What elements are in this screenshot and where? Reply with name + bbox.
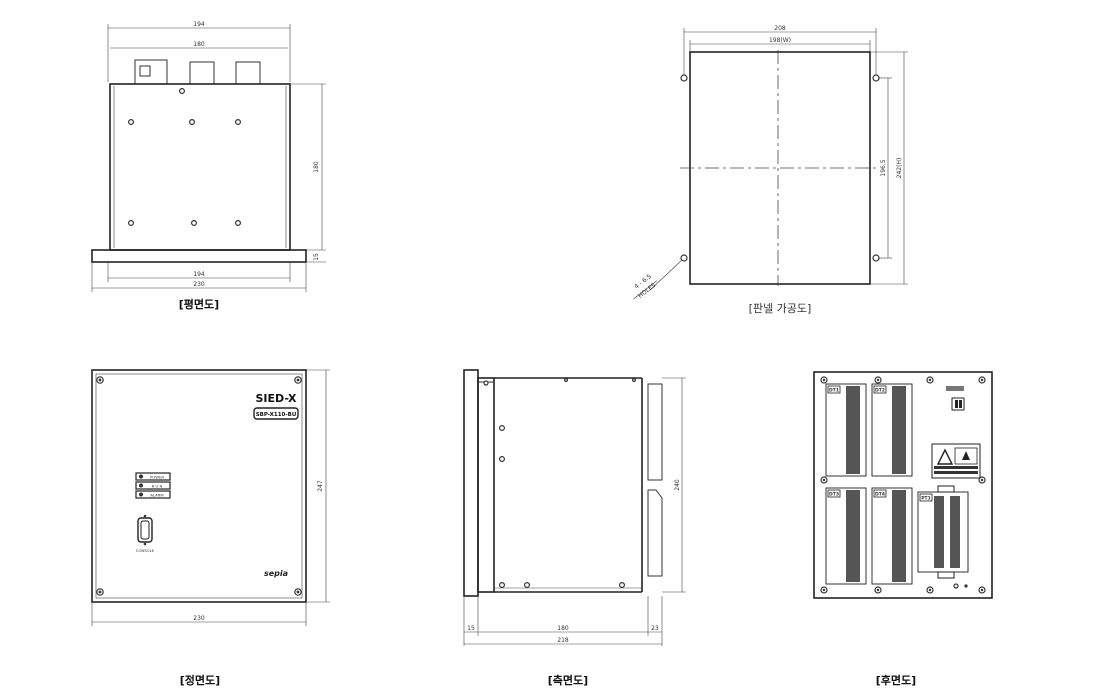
label-dt1: DT1 — [829, 388, 839, 394]
front-view: SIED-X SBP-X110-BU POWER R U N ALARM CON… — [91, 369, 330, 687]
led-alarm: ALARM — [150, 493, 163, 498]
dim-side-15: 15 — [467, 625, 475, 632]
panel-cut-caption: [판넬 가공도] — [749, 302, 812, 315]
terminal-pt1: PT1 — [917, 485, 969, 579]
dim-top-bottom-230: 230 — [193, 281, 205, 288]
rear-panel — [813, 371, 993, 599]
warning-label — [931, 443, 981, 479]
connector-3 — [235, 61, 261, 85]
model-badge — [253, 407, 299, 420]
console-label: CONSOLE — [136, 548, 155, 553]
dim-side-23: 23 — [651, 625, 659, 632]
dim-side-218: 218 — [557, 637, 569, 644]
front-model: SBP-X110-BU — [256, 412, 297, 418]
dim-front-230: 230 — [193, 615, 205, 622]
led-power: POWER — [150, 475, 164, 480]
label-dt4: DT4 — [875, 492, 885, 498]
warning-triangle-icon — [936, 448, 954, 465]
rear-view: DT1 DT2 DT3 DT4 PT1 — [813, 371, 993, 687]
connector-2 — [189, 61, 215, 85]
dim-panel-208: 208 — [774, 25, 786, 32]
panel-cut-view: 208 198(W) 196.5 242(H) 4 - 6.5 HOLES [판… — [632, 25, 908, 315]
label-dt3: DT3 — [829, 492, 839, 498]
front-brand: SIED-X — [255, 392, 297, 405]
console-port — [137, 514, 153, 546]
dim-top-bottom-194: 194 — [193, 271, 205, 278]
dim-side-180: 180 — [557, 625, 569, 632]
led-run: R U N — [152, 484, 163, 489]
terminal-dt1: DT1 — [825, 383, 867, 477]
terminal-dt3: DT3 — [825, 487, 867, 585]
terminal-dt4: DT4 — [871, 487, 913, 585]
dim-front-247: 247 — [317, 480, 324, 492]
dim-top-height: 180 — [313, 161, 320, 173]
dim-panel-242h: 242(H) — [896, 158, 903, 179]
side-view: 240 15 180 23 218 [측면도] — [463, 369, 686, 687]
top-body — [109, 83, 291, 251]
top-view: 194 180 180 15 194 — [91, 21, 326, 311]
dip-switch — [946, 386, 965, 411]
connector-1-latch — [139, 65, 151, 77]
side-view-caption: [측면도] — [548, 673, 588, 687]
dim-top-180: 180 — [193, 41, 205, 48]
hazard-icon — [962, 451, 970, 460]
dim-panel-196-5: 196.5 — [880, 159, 887, 176]
label-dt2: DT2 — [875, 388, 885, 394]
dim-top-194: 194 — [193, 21, 205, 28]
front-view-caption: [정면도] — [180, 673, 220, 687]
led-panel: POWER R U N ALARM — [135, 472, 171, 499]
front-logo: sepia — [264, 569, 288, 578]
dim-top-flange: 15 — [313, 253, 320, 261]
top-flange — [91, 249, 307, 263]
front-panel — [91, 369, 307, 603]
terminal-dt2: DT2 — [871, 383, 913, 477]
dim-panel-198w: 198(W) — [769, 37, 791, 44]
dim-side-240: 240 — [674, 479, 681, 491]
top-view-caption: [평면도] — [179, 297, 219, 311]
rear-view-caption: [후면도] — [876, 673, 916, 687]
label-pt1: PT1 — [921, 496, 931, 502]
side-front-flange — [463, 369, 479, 597]
